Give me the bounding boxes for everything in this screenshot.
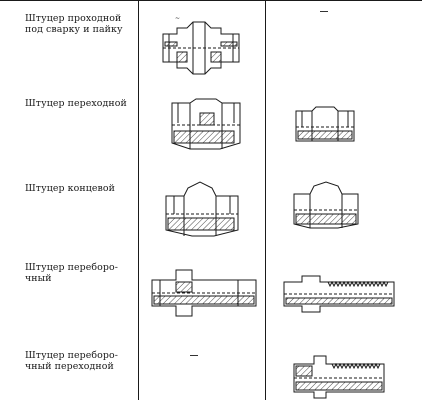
svg-text:~: ~ <box>175 15 180 22</box>
row-label-bulkhead-adapter: Штуцер переборо- чный переходной <box>25 350 119 372</box>
drawing-straight-weld: ~ <box>155 12 245 82</box>
drawing-end-small <box>288 180 364 238</box>
drawing-adapter-large <box>160 95 250 161</box>
row-label-adapter: Штуцер переходной <box>25 98 127 109</box>
drawing-bulkhead-large <box>148 262 260 324</box>
drawing-bulkhead-adapter <box>290 352 390 400</box>
drawing-adapter-small <box>290 105 362 149</box>
drawing-bulkhead-small <box>280 272 400 316</box>
top-border <box>0 0 422 1</box>
empty-cell-marker <box>320 11 328 12</box>
drawing-end-large <box>158 178 248 246</box>
column-divider-2 <box>265 0 266 400</box>
row-label-straight-weld: Штуцер проходной под сварку и пайку <box>25 13 123 35</box>
empty-cell-marker <box>190 355 198 356</box>
row-label-end: Штуцер концевой <box>25 183 115 194</box>
row-label-bulkhead: Штуцер переборо- чный <box>25 262 119 284</box>
column-divider-1 <box>138 0 139 400</box>
